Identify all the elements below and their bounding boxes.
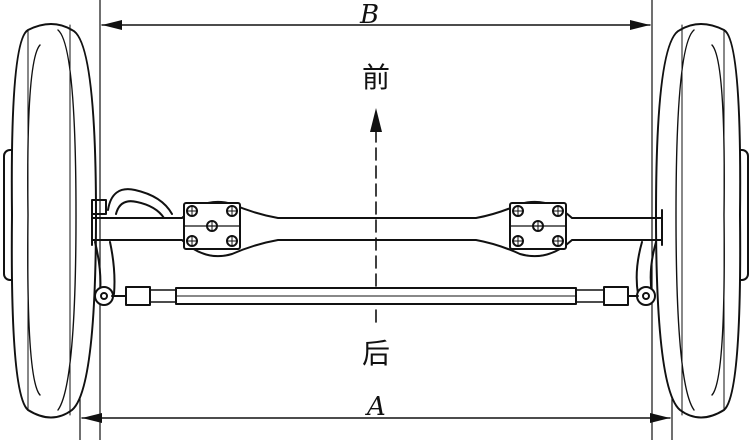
right-spring-seat (509, 202, 567, 250)
left-wheel (3, 23, 97, 419)
dimension-b (99, 0, 653, 440)
steering-arm (91, 188, 173, 219)
dimension-b-label: B (360, 0, 380, 30)
left-knuckle-arm (94, 241, 116, 306)
front-label: 前 (362, 61, 391, 94)
right-knuckle-arm (635, 241, 657, 306)
rear-label: 后 (362, 337, 391, 370)
right-wheel (655, 23, 749, 419)
left-spring-seat (183, 202, 241, 250)
tie-rod (111, 286, 639, 306)
axle-beam (91, 200, 663, 258)
dimension-a-label: A (367, 392, 386, 422)
